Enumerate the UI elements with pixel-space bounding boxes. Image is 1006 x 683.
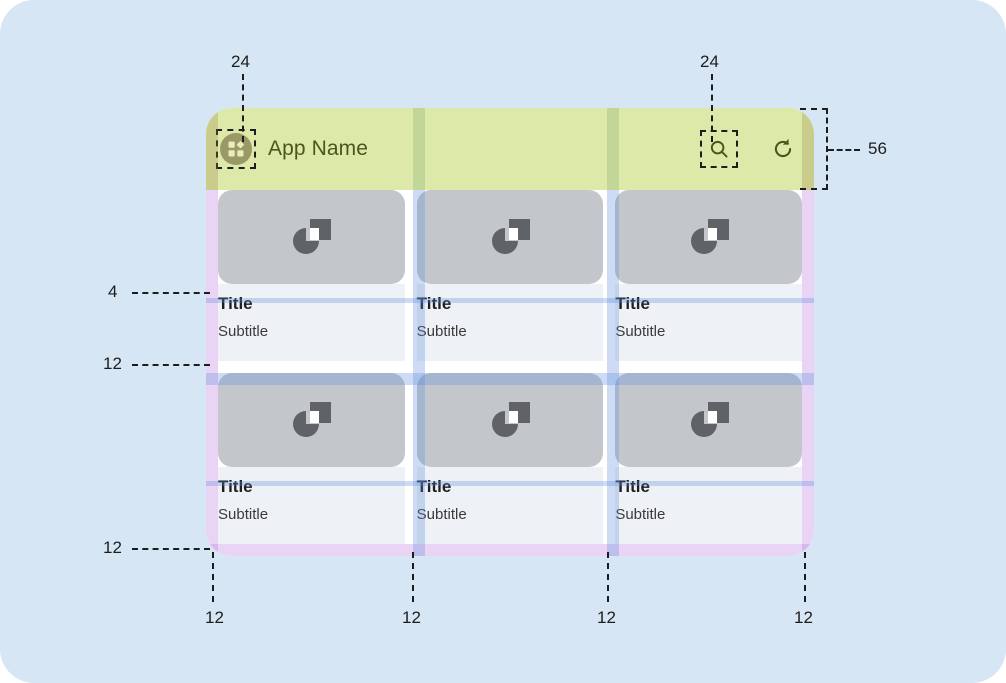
leader-left-margin	[212, 552, 214, 602]
annotation-gutter-1: 12	[402, 608, 421, 627]
app-bar-leading: App Name	[216, 129, 369, 169]
leader-gutter-2	[607, 552, 609, 602]
card-title: Title	[218, 477, 253, 496]
annotation-left-margin: 12	[205, 608, 224, 627]
annotation-media-title-gap: 4	[108, 282, 118, 301]
leader-row-gap	[132, 364, 210, 366]
app-title: App Name	[268, 137, 369, 160]
card-subtitle: Subtitle	[416, 322, 467, 340]
card[interactable]: Title Subtitle	[218, 190, 405, 361]
card-subtitle: Subtitle	[218, 505, 269, 523]
annotation-right-margin: 12	[794, 608, 813, 627]
card[interactable]: Title Subtitle	[218, 373, 405, 544]
card-subtitle: Subtitle	[416, 505, 467, 523]
leader-right-margin	[804, 552, 806, 602]
card-text: Title Subtitle	[615, 467, 802, 544]
annotation-logo-touch-target: 24	[231, 52, 250, 71]
card-media	[615, 373, 802, 467]
leader-gutter-1	[412, 552, 414, 602]
card-text: Title Subtitle	[416, 467, 604, 544]
card-media	[416, 190, 604, 284]
card-media	[218, 373, 405, 467]
leader-logo-touch-target	[242, 74, 244, 142]
card[interactable]: Title Subtitle	[615, 190, 802, 361]
refresh-icon[interactable]	[770, 136, 796, 162]
card-text: Title Subtitle	[615, 284, 802, 361]
annotation-gutter-2: 12	[597, 608, 616, 627]
app-logo-touch-target[interactable]	[216, 129, 256, 169]
card-title: Title	[615, 477, 650, 496]
card[interactable]: Title Subtitle	[416, 190, 604, 361]
app-logo-grid-icon	[220, 133, 252, 165]
card-media	[615, 190, 802, 284]
card-title: Title	[615, 294, 650, 313]
card-title: Title	[416, 294, 452, 313]
card-text: Title Subtitle	[218, 284, 405, 361]
card-grid: Title Subtitle Title Subtitle	[206, 190, 814, 556]
annotation-bottom-margin: 12	[103, 538, 122, 557]
annotation-row-gap: 12	[103, 354, 122, 373]
bracket-app-bar-height	[800, 108, 828, 190]
card-title: Title	[416, 477, 452, 496]
card[interactable]: Title Subtitle	[615, 373, 802, 544]
card-subtitle: Subtitle	[615, 322, 666, 340]
card-text: Title Subtitle	[218, 467, 405, 544]
annotation-search-touch-target: 24	[700, 52, 719, 71]
card-title: Title	[218, 294, 253, 313]
card-media	[218, 190, 405, 284]
card-subtitle: Subtitle	[218, 322, 269, 340]
leader-search-touch-target	[711, 74, 713, 142]
leader-app-bar-height	[828, 149, 860, 151]
search-icon[interactable]	[700, 130, 738, 168]
leader-bottom-margin	[132, 548, 210, 550]
card-subtitle: Subtitle	[615, 505, 666, 523]
app-bar-actions	[700, 108, 796, 190]
card-media	[416, 373, 604, 467]
card-text: Title Subtitle	[416, 284, 604, 361]
card[interactable]: Title Subtitle	[416, 373, 604, 544]
leader-media-title-gap	[132, 292, 210, 294]
annotation-app-bar-height: 56	[868, 139, 887, 158]
